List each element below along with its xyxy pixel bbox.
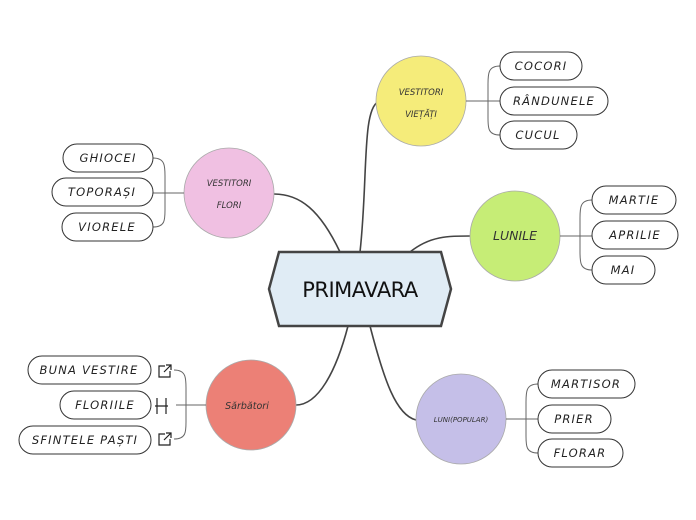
leaf-aprilie[interactable]: APRILIE <box>591 220 679 250</box>
leaf-martisor[interactable]: MARTISOR <box>537 369 636 399</box>
branch-flori <box>273 193 341 253</box>
topic-vestitori-flori[interactable]: VESTITORI FLORI <box>183 147 275 239</box>
leaf-label: PRIER <box>554 412 594 426</box>
leaf-mai[interactable]: MAI <box>591 255 656 285</box>
branch-vietati <box>359 101 379 253</box>
leaf-randunele[interactable]: RÂNDUNELE <box>499 86 609 116</box>
topic-vestitori-vietati[interactable]: VESTITORI VIEȚĂȚI <box>375 55 467 147</box>
twigs-sarbatori <box>173 369 206 440</box>
leaf-viorele[interactable]: VIORELE <box>61 212 154 242</box>
central-topic-shape <box>267 250 453 328</box>
branch-sarbatori <box>295 325 349 406</box>
topic-circle-vietati <box>375 55 467 147</box>
twigs-flori <box>152 157 184 228</box>
leaf-label: BUNA VESTIRE <box>40 363 139 377</box>
equals-icon[interactable] <box>155 398 168 414</box>
leaf-label: CUCUL <box>515 128 560 142</box>
leaf-label: VIORELE <box>78 220 136 234</box>
leaf-ghiocei[interactable]: GHIOCEI <box>62 143 154 173</box>
leaf-label: GHIOCEI <box>79 151 136 165</box>
leaf-toporasi[interactable]: TOPORAȘI <box>51 177 154 207</box>
leaf-cucul[interactable]: CUCUL <box>499 120 578 150</box>
leaf-label: MARTISOR <box>551 377 621 391</box>
topic-lunile[interactable]: LUNILE <box>469 190 561 282</box>
leaf-sfintele-pasti[interactable]: SFINTELE PAȘTI <box>18 425 152 455</box>
leaf-label: APRILIE <box>608 228 661 242</box>
leaf-label: COCORI <box>515 59 568 73</box>
twigs-lunipopular <box>506 383 539 454</box>
external-link-icon[interactable] <box>158 432 172 446</box>
topic-label-vietati-line2: VIEȚĂȚI <box>405 108 437 120</box>
leaf-cocori[interactable]: COCORI <box>499 51 583 81</box>
topic-circle-flori <box>183 147 275 239</box>
leaf-floriile[interactable]: FLORIILE <box>59 390 152 420</box>
main-branches <box>273 101 471 421</box>
branch-lunile <box>409 235 471 253</box>
topic-label-flori-line1: VESTITORI <box>207 179 252 189</box>
topic-label-flori-line2: FLORI <box>217 201 242 211</box>
leaf-florar[interactable]: FLORAR <box>537 438 624 468</box>
leaf-label: FLORIILE <box>75 398 135 412</box>
topic-label-lunipopular: LUNI(POPULAR) <box>434 416 489 424</box>
leaf-buna-vestire[interactable]: BUNA VESTIRE <box>27 355 152 385</box>
leaf-martie[interactable]: MARTIE <box>591 185 677 215</box>
topic-label-sarbatori: Sărbători <box>225 401 269 412</box>
twigs-lunile <box>560 199 593 271</box>
topic-label-vietati-line1: VESTITORI <box>399 88 444 98</box>
leaf-label: TOPORAȘI <box>68 185 136 199</box>
branch-lunipopular <box>369 325 417 421</box>
central-topic-label: PRIMAVARA <box>302 278 419 302</box>
leaf-label: MAI <box>611 263 636 277</box>
leaf-label: SFINTELE PAȘTI <box>32 433 138 447</box>
leaf-label: MARTIE <box>609 193 660 207</box>
leaf-label: RÂNDUNELE <box>513 93 595 108</box>
external-link-icon[interactable] <box>158 364 172 378</box>
central-topic[interactable]: PRIMAVARA <box>267 250 453 328</box>
topic-sarbatori[interactable]: Sărbători <box>205 359 297 451</box>
twigs-vietati <box>466 65 501 136</box>
topic-luni-popular[interactable]: LUNI(POPULAR) <box>415 373 507 465</box>
leaf-prier[interactable]: PRIER <box>537 404 612 434</box>
leaf-label: FLORAR <box>554 446 607 460</box>
topic-label-lunile: LUNILE <box>493 228 537 243</box>
